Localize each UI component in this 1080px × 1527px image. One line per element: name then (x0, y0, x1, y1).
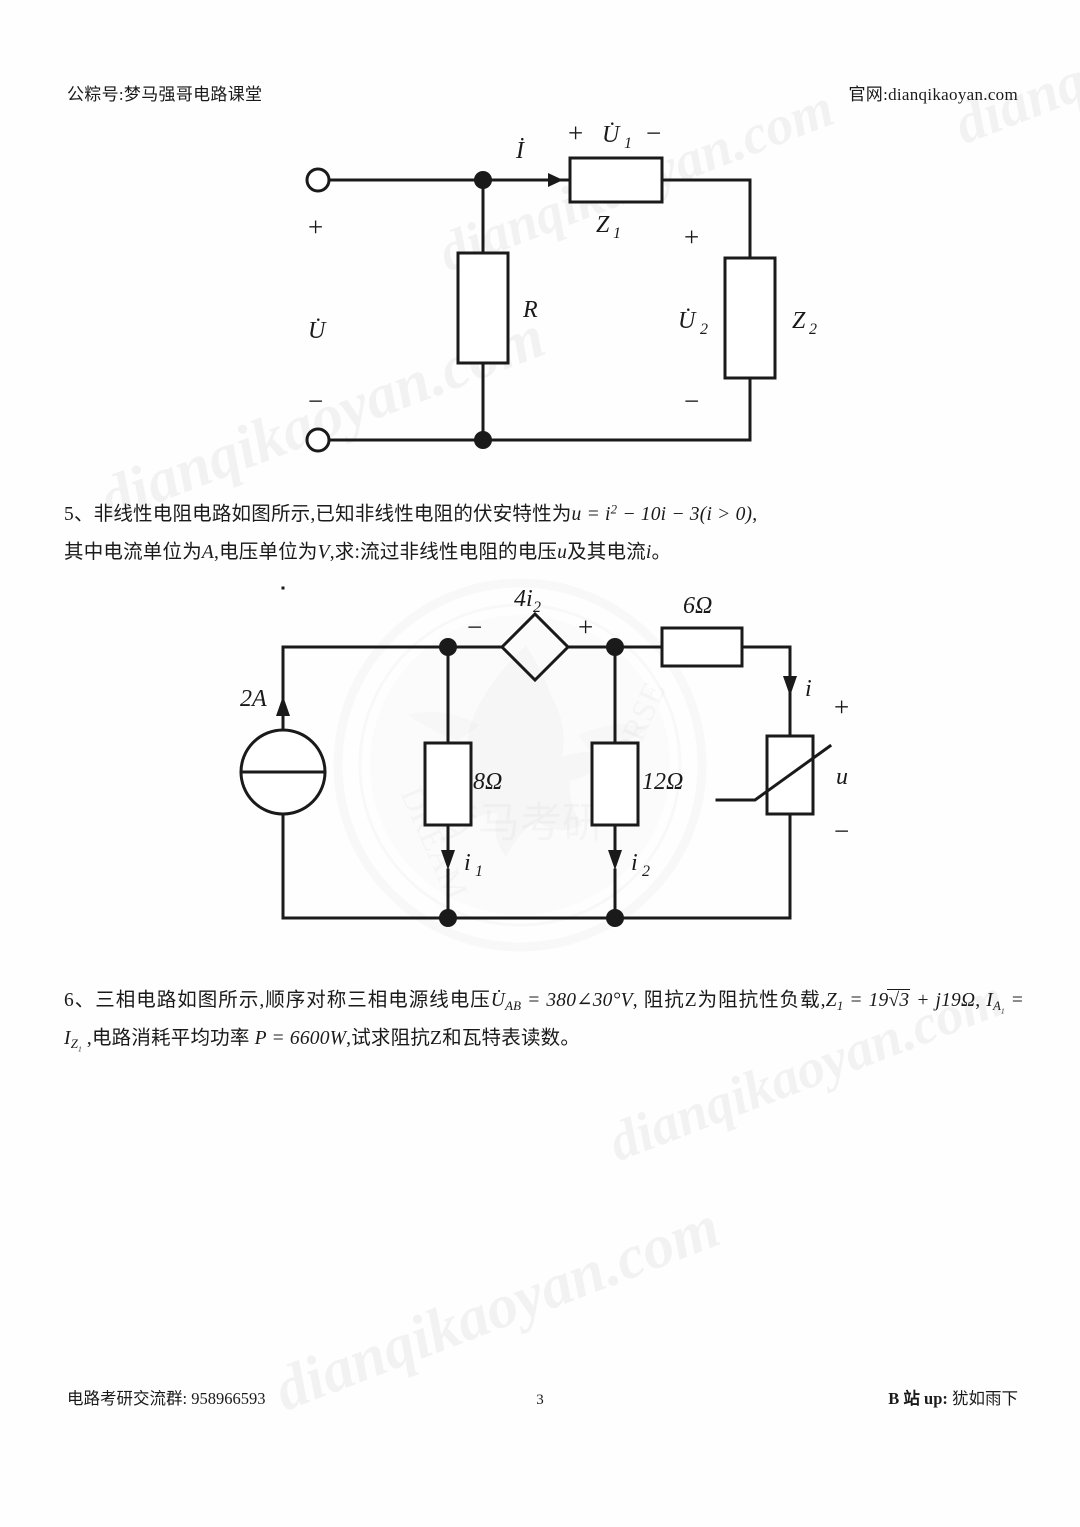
nonlinear-plus-sign: + (834, 692, 849, 722)
nonlinear-voltage-label: u (836, 764, 848, 790)
resistor-6ohm-box (660, 626, 744, 668)
q6-math-p: P = 6600W (254, 1028, 347, 1050)
circuit-diagram-impedance: + U̇ − İ + U̇ 1 − Z 1 R + U̇ 2 − Z 2 (280, 118, 840, 470)
q6-number: 6、 (64, 990, 96, 1011)
z1-name-sub: 1 (613, 225, 621, 242)
z1-voltage-label: U̇ (602, 122, 621, 148)
footer-bilibili-label: B 站 up: (888, 1389, 948, 1408)
resistor-12ohm-label: 12Ω (642, 769, 683, 795)
source-voltage-label: U̇ (308, 318, 327, 344)
dependent-source-minus: − (467, 612, 482, 642)
q5-line2-d: 及其电流 (567, 542, 646, 564)
q5-line1-text: 非线性电阻电路如图所示,已知非线性电阻的伏安特性为 (93, 504, 572, 525)
resistor-r-box (456, 251, 510, 365)
impedance-z2-box (723, 256, 777, 380)
current-source-label: 2A (240, 686, 267, 712)
z2-minus-sign: − (684, 386, 699, 416)
resistor-8ohm-label: 8Ω (473, 769, 502, 795)
z2-plus-sign: + (684, 222, 699, 252)
q5-line2-e: 。 (651, 542, 672, 564)
dependent-source-label: 4i (514, 586, 533, 612)
current-label-i1: i (464, 850, 471, 876)
header-left-text: 公粽号:梦马强哥电路课堂 (67, 85, 263, 104)
q6-math-uab: U̇AB = 380∠30°V (490, 990, 633, 1014)
q5-var-i: i (645, 542, 652, 564)
node-dot-top (474, 171, 492, 189)
footer-page-number: 3 (536, 1392, 544, 1408)
terminal-bottom (305, 427, 331, 453)
q5-line2-a: 其中电流单位为 (64, 542, 202, 564)
current-arrow-i2 (608, 850, 622, 870)
current-label-i-out: i (805, 676, 812, 702)
source-plus-sign: + (308, 212, 323, 242)
z2-voltage-label: U̇ (678, 308, 697, 334)
q6-text-c: , (975, 990, 981, 1011)
q5-line1-math: u = i2 − 10i − 3(i > 0), (571, 502, 758, 525)
dependent-source-diamond (499, 611, 571, 683)
q5-unit-a: A (201, 542, 215, 564)
watermark-diagonal-header: dianqikaoyan.com (945, 0, 1080, 158)
current-label-i2: i (631, 850, 638, 876)
footer-bilibili-info: B 站 up: 犹如雨下 (888, 1385, 1018, 1409)
q5-line2-b: ,电压单位为 (214, 542, 318, 564)
footer-bilibili-name: 犹如雨下 (952, 1389, 1018, 1408)
impedance-z1-box (568, 156, 664, 204)
resistor-12ohm-box (590, 741, 640, 827)
resistor-8ohm-box (423, 741, 473, 827)
z1-voltage-sub: 1 (624, 135, 632, 152)
circuit-diagram-nonlinear: 2A 4i 2 − + 8Ω i 1 (230, 586, 870, 938)
q5-number: 5、 (64, 504, 94, 525)
current-label-i: İ (515, 138, 525, 164)
current-label-i1-sub: 1 (475, 863, 483, 880)
z2-name-sub: 2 (809, 321, 817, 338)
q5-var-u: u (557, 542, 568, 564)
z2-name-label: Z (792, 308, 806, 334)
q5-line2-c: ,求:流过非线性电阻的电压 (329, 542, 558, 564)
q6-text-e: ,试求阻抗Z和瓦特表读数。 (346, 1028, 581, 1050)
current-arrow-i1 (441, 850, 455, 870)
source-minus-sign: − (308, 386, 323, 416)
question-6: 6、三相电路如图所示,顺序对称三相电源线电压U̇AB = 380∠30°V, 阻… (64, 982, 1024, 1058)
nonlinear-resistor-arrow (715, 743, 833, 802)
dependent-source-plus: + (578, 612, 593, 642)
q6-text-d: ,电路消耗平均功率 (86, 1028, 250, 1050)
z1-minus-sign: − (646, 118, 661, 148)
q6-text-a: 三相电路如图所示,顺序对称三相电源线电压 (95, 990, 491, 1011)
resistor-6ohm-label: 6Ω (683, 593, 712, 619)
q6-math-ia: IA1 = IZ1 (64, 990, 1025, 1054)
q6-text-b: , 阻抗Z为阻抗性负载, (632, 990, 826, 1011)
q6-math-z1: Z1 = 19√3 + j19Ω (825, 989, 976, 1014)
footer-group-info: 电路考研交流群: 958966593 (67, 1389, 266, 1408)
header-right-url: 官网:dianqikaoyan.com (848, 85, 1018, 104)
node-dot-bottom (474, 431, 492, 449)
z1-plus-sign: + (568, 118, 583, 148)
z2-voltage-sub: 2 (700, 321, 708, 338)
dependent-source-sub: 2 (533, 599, 541, 616)
question-5: 5、非线性电阻电路如图所示,已知非线性电阻的伏安特性为u = i2 − 10i … (64, 496, 1024, 572)
resistor-r-label: R (522, 297, 538, 323)
current-arrow-i-out (783, 676, 797, 696)
terminal-top (305, 167, 331, 193)
q5-unit-b: V (317, 542, 330, 564)
current-label-i2-sub: 2 (642, 863, 650, 880)
nonlinear-minus-sign: − (834, 816, 849, 846)
current-source-arrow (276, 696, 290, 716)
z1-name-label: Z (596, 212, 610, 238)
current-arrow-i (548, 173, 563, 187)
